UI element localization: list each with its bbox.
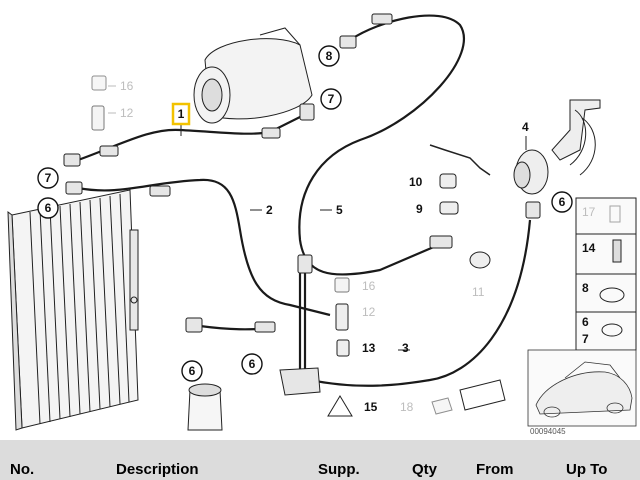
small-parts — [91, 75, 506, 431]
callout-16-top[interactable]: 16 — [120, 79, 134, 93]
callout-16-middle[interactable]: 16 — [362, 279, 376, 293]
compressor-illustration — [193, 27, 313, 124]
callout-2[interactable]: 2 — [266, 203, 273, 217]
column-header-qty[interactable]: Qty — [412, 461, 438, 478]
callout-7-top[interactable]: 7 — [328, 92, 335, 106]
condenser-illustration — [7, 189, 139, 431]
callout-15[interactable]: 15 — [364, 400, 378, 414]
catalog-number: 00094045 — [530, 427, 566, 436]
column-header-supp[interactable]: Supp. — [318, 461, 360, 478]
leader-lines — [108, 85, 527, 351]
vehicle-thumbnail — [527, 349, 637, 427]
callout-1[interactable]: 1 — [178, 107, 185, 121]
circled-callouts — [37, 45, 573, 382]
callout-18[interactable]: 18 — [400, 400, 414, 414]
parts-diagram-drawing: 1 2 3 4 5 8 7 7 6 6 6 6 10 9 11 16 12 16… — [7, 13, 637, 436]
callout-3[interactable]: 3 — [402, 341, 409, 355]
hose-fittings — [63, 13, 541, 396]
callout-6-right[interactable]: 6 — [559, 195, 566, 209]
callout-5[interactable]: 5 — [336, 203, 343, 217]
side-label-6[interactable]: 6 — [582, 315, 589, 329]
highlight-box — [171, 102, 191, 126]
expansion-valve-illustration — [513, 99, 601, 195]
column-header-description[interactable]: Description — [116, 461, 199, 478]
callout-6-middle[interactable]: 6 — [249, 357, 256, 371]
callout-10[interactable]: 10 — [409, 175, 423, 189]
parts-diagram: 1 2 3 4 5 8 7 7 6 6 6 6 10 9 11 16 12 16… — [7, 13, 637, 436]
callout-11[interactable]: 11 — [472, 285, 485, 299]
side-label-7[interactable]: 7 — [582, 332, 589, 346]
parts-table-header: No. Description Supp. Qty From Up To — [0, 440, 640, 480]
callout-4[interactable]: 4 — [522, 120, 529, 134]
side-label-17[interactable]: 17 — [582, 205, 596, 219]
callout-7-left[interactable]: 7 — [45, 171, 52, 185]
side-parts-panel — [575, 197, 637, 351]
column-header-no[interactable]: No. — [10, 461, 35, 478]
callout-6-left[interactable]: 6 — [45, 201, 52, 215]
callout-12-middle[interactable]: 12 — [362, 305, 376, 319]
callout-13[interactable]: 13 — [362, 341, 376, 355]
callout-9[interactable]: 9 — [416, 202, 423, 216]
callout-8[interactable]: 8 — [326, 49, 333, 63]
side-label-14[interactable]: 14 — [582, 241, 596, 255]
callout-12-top[interactable]: 12 — [120, 106, 134, 120]
callout-6-bottom[interactable]: 6 — [189, 364, 196, 378]
column-header-up-to[interactable]: Up To — [566, 461, 608, 478]
side-label-8[interactable]: 8 — [582, 281, 589, 295]
column-header-from[interactable]: From — [476, 461, 514, 478]
